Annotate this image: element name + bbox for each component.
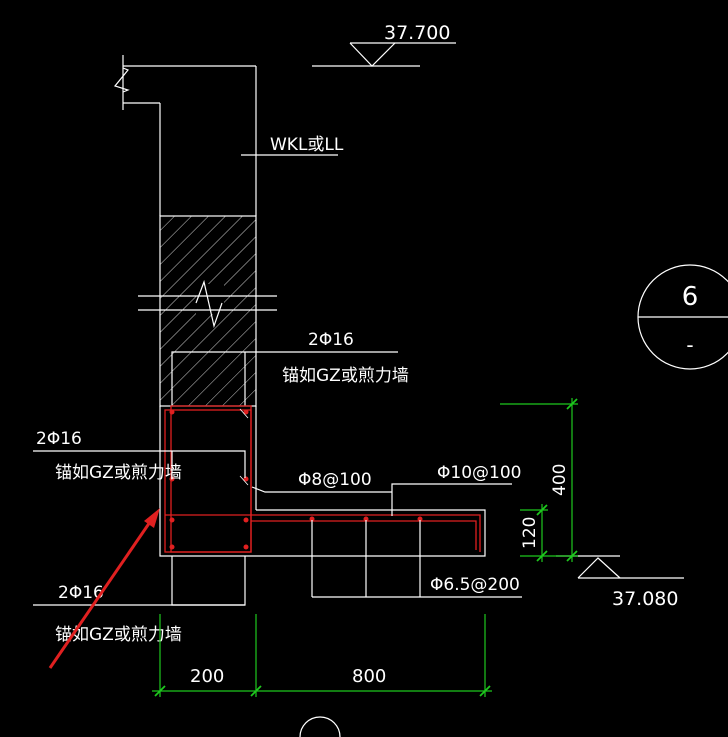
vertical-dimension: 400 120 — [500, 398, 578, 562]
elevation-bottom-marker: 37.080 — [556, 555, 684, 610]
left-anchor: 锚如GZ或煎力墙 — [55, 463, 182, 483]
hatched-wall — [138, 215, 277, 407]
stirrup-label: Φ8@100 — [298, 470, 372, 490]
dim-height-total: 400 — [550, 464, 570, 496]
elevation-top: 37.700 — [384, 22, 450, 44]
lower-bars: 2Φ16 — [58, 583, 104, 603]
rebar-cage — [164, 405, 481, 553]
beam-slab-outline — [159, 406, 486, 557]
lower-anchor: 锚如GZ或煎力墙 — [55, 625, 182, 645]
slab-top-label: Φ10@100 — [437, 463, 521, 483]
slab-bottom-label: Φ6.5@200 — [430, 575, 520, 595]
horizontal-dimension: 200 800 — [152, 614, 492, 697]
slab-top-note: Φ10@100 — [391, 463, 521, 516]
beam-label-leader: WKL或LL — [241, 135, 344, 156]
dim-width-right: 800 — [352, 666, 386, 687]
upper-anchor: 锚如GZ或煎力墙 — [282, 366, 409, 386]
left-bars: 2Φ16 — [36, 429, 82, 449]
upper-bars: 2Φ16 — [308, 330, 354, 350]
detail-marker: 6 - — [637, 264, 728, 370]
stirrup-note: Φ8@100 — [251, 470, 392, 493]
detail-sheet: - — [686, 333, 693, 357]
lower-rebar-note: 2Φ16 锚如GZ或煎力墙 — [33, 556, 246, 645]
left-rebar-note: 2Φ16 锚如GZ或煎力墙 — [33, 429, 246, 483]
slab-bottom-note: Φ6.5@200 — [311, 520, 522, 598]
elevation-top-marker: 37.700 — [312, 22, 456, 67]
partial-circle — [299, 716, 341, 737]
wall-upper — [113, 55, 257, 216]
beam-label: WKL或LL — [270, 135, 344, 155]
upper-rebar-note: 2Φ16 锚如GZ或煎力墙 — [171, 330, 409, 406]
dim-slab-thickness: 120 — [520, 517, 540, 549]
highlight-arrow — [48, 508, 160, 669]
elevation-bottom: 37.080 — [612, 588, 678, 610]
detail-number: 6 — [682, 282, 699, 312]
dim-width-left: 200 — [190, 666, 224, 687]
